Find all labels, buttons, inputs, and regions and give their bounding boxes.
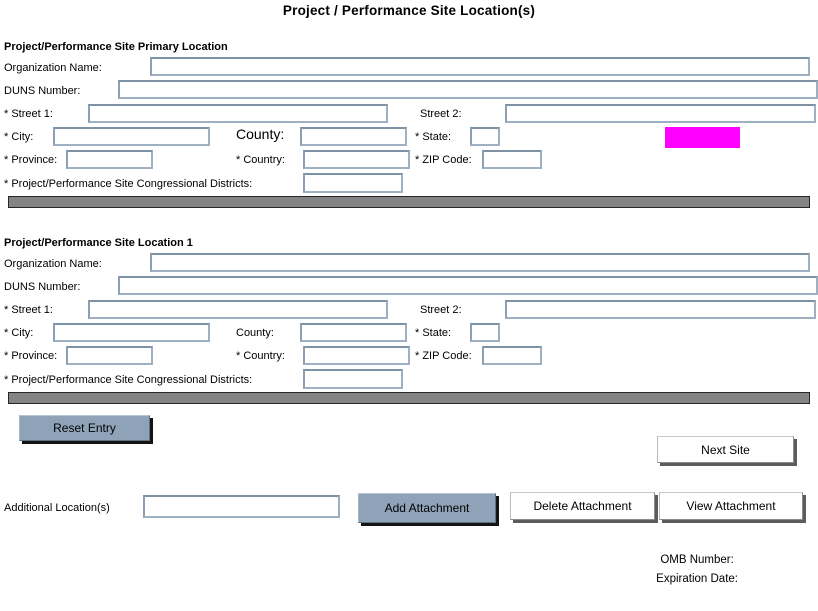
duns-number-input[interactable]	[118, 80, 818, 99]
country-input[interactable]	[303, 150, 410, 169]
street1-label: * Street 1:	[4, 108, 53, 120]
view-attachment-button[interactable]: View Attachment	[659, 492, 803, 520]
section-divider-bar	[8, 196, 810, 208]
section-primary-location: Project/Performance Site Primary Locatio…	[0, 41, 818, 208]
city-label: * City:	[4, 327, 34, 339]
county-label: County:	[236, 327, 274, 339]
street1-input[interactable]	[88, 104, 388, 123]
zip-code-input[interactable]	[482, 150, 542, 169]
province-label: * Province:	[4, 350, 58, 362]
add-attachment-button[interactable]: Add Attachment	[358, 493, 496, 523]
organization-name-label: Organization Name:	[4, 258, 102, 270]
province-label: * Province:	[4, 154, 58, 166]
congressional-districts-input[interactable]	[303, 173, 403, 193]
city-input[interactable]	[53, 127, 210, 146]
additional-locations-label: Additional Location(s)	[4, 502, 110, 514]
section-header: Project/Performance Site Location 1	[4, 237, 193, 249]
expiration-date-label: Expiration Date:	[656, 573, 738, 585]
street2-label: Street 2:	[420, 304, 462, 316]
country-input[interactable]	[303, 346, 410, 365]
organization-name-input[interactable]	[150, 253, 810, 272]
state-input[interactable]	[470, 323, 500, 342]
next-site-button[interactable]: Next Site	[657, 436, 794, 463]
section-divider-bar	[8, 392, 810, 404]
zip-code-label: * ZIP Code:	[415, 154, 472, 166]
province-input[interactable]	[66, 150, 153, 169]
congressional-districts-label: * Project/Performance Site Congressional…	[4, 178, 253, 190]
county-input[interactable]	[300, 323, 407, 342]
section-header: Project/Performance Site Primary Locatio…	[4, 41, 228, 53]
street1-input[interactable]	[88, 300, 388, 319]
magenta-highlight	[665, 127, 740, 148]
country-label: * Country:	[236, 154, 285, 166]
county-input[interactable]	[300, 127, 407, 146]
omb-block: OMB Number: Expiration Date:	[656, 551, 738, 589]
city-label: * City:	[4, 131, 34, 143]
delete-attachment-button[interactable]: Delete Attachment	[510, 492, 655, 520]
street2-label: Street 2:	[420, 108, 462, 120]
additional-locations-input[interactable]	[143, 495, 340, 518]
duns-number-label: DUNS Number:	[4, 281, 81, 293]
omb-number-label: OMB Number:	[660, 554, 734, 566]
street2-input[interactable]	[505, 104, 816, 123]
zip-code-label: * ZIP Code:	[415, 350, 472, 362]
state-input[interactable]	[470, 127, 500, 146]
congressional-districts-label: * Project/Performance Site Congressional…	[4, 374, 253, 386]
congressional-districts-input[interactable]	[303, 369, 403, 389]
street1-label: * Street 1:	[4, 304, 53, 316]
state-label: * State:	[415, 131, 452, 143]
page-title: Project / Performance Site Location(s)	[282, 3, 536, 18]
country-label: * Country:	[236, 350, 285, 362]
reset-entry-button[interactable]: Reset Entry	[19, 415, 150, 441]
organization-name-input[interactable]	[150, 57, 810, 76]
section-location-1: Project/Performance Site Location 1 Orga…	[0, 237, 818, 404]
province-input[interactable]	[66, 346, 153, 365]
state-label: * State:	[415, 327, 452, 339]
zip-code-input[interactable]	[482, 346, 542, 365]
duns-number-label: DUNS Number:	[4, 85, 81, 97]
duns-number-input[interactable]	[118, 276, 818, 295]
city-input[interactable]	[53, 323, 210, 342]
county-label: County:	[236, 126, 285, 142]
street2-input[interactable]	[505, 300, 816, 319]
organization-name-label: Organization Name:	[4, 62, 102, 74]
